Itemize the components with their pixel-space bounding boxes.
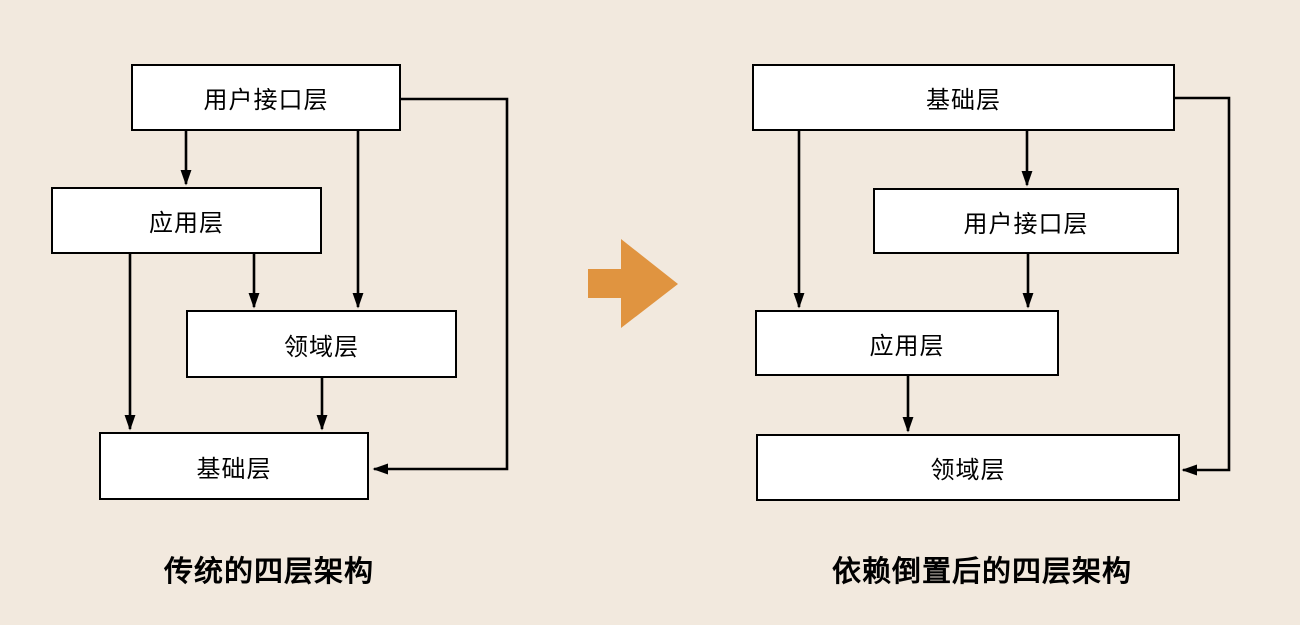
left-diagram-caption: 传统的四层架构 [163, 556, 374, 588]
left-box-infrastructure-layer: 基础层 [99, 432, 369, 500]
layer-label: 应用层 [869, 332, 945, 360]
layer-label: 领域层 [930, 457, 1006, 484]
left-box-domain-layer: 领域层 [186, 310, 457, 378]
right-diagram-caption: 依赖倒置后的四层架构 [831, 556, 1132, 588]
bottom-whitespace [0, 625, 1300, 636]
layer-label: 领域层 [284, 333, 359, 361]
layer-label: 基础层 [926, 87, 1001, 114]
right-box-application-layer: 应用层 [755, 310, 1059, 376]
right-box-infrastructure-layer: 基础层 [752, 64, 1175, 131]
layer-label: 应用层 [149, 210, 224, 237]
layer-label: 用户接口层 [203, 87, 329, 114]
left-box-application-layer: 应用层 [51, 187, 322, 254]
left-arrow-ui-to-infrastructure [372, 97, 509, 475]
left-box-ui-layer: 用户接口层 [131, 64, 401, 131]
right-box-domain-layer: 领域层 [756, 434, 1180, 501]
layer-label: 基础层 [196, 455, 272, 483]
transform-arrow-icon [588, 239, 678, 328]
layer-label: 用户接口层 [963, 210, 1089, 238]
right-arrow-infrastructure-to-domain [1175, 96, 1231, 476]
right-box-ui-layer: 用户接口层 [873, 188, 1179, 254]
